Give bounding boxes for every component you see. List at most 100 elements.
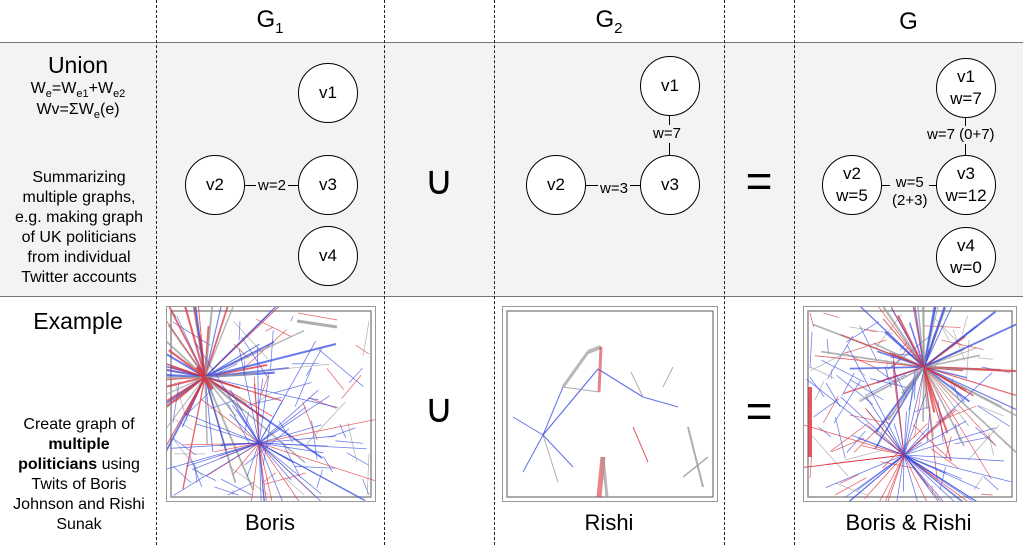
network-edge (168, 307, 206, 378)
network-edge (642, 396, 679, 408)
network-edge (903, 454, 918, 501)
g2-node-v2: v2 (526, 155, 586, 215)
network-edge (922, 307, 925, 368)
network-edge (809, 331, 813, 369)
network-edge (835, 482, 867, 496)
network-edge (892, 356, 905, 456)
equals-operator-example: = (745, 385, 773, 437)
network-edge (825, 382, 841, 407)
network-edge (281, 441, 301, 478)
network-edge (210, 399, 235, 409)
network-edge (183, 412, 260, 444)
network-edge (542, 386, 564, 436)
header-g1: G1 (256, 6, 284, 37)
network-edge (867, 424, 905, 456)
column-divider-3 (494, 0, 495, 545)
network-edge (859, 366, 925, 403)
network-edge (844, 339, 887, 354)
network-edge (923, 323, 1016, 368)
network-edge (882, 318, 925, 368)
network-edge (258, 442, 294, 464)
network-edge (251, 442, 260, 501)
network-edge (914, 366, 925, 438)
network-edge (258, 424, 322, 444)
network-edge (912, 307, 925, 368)
network-edge (196, 423, 260, 444)
network-edge (318, 349, 364, 387)
network-edge (167, 376, 206, 408)
union-formula-edge-weight: We=We1+We2 (30, 80, 126, 101)
network-edge (823, 312, 840, 318)
network-edge (238, 348, 260, 444)
network-edge (258, 442, 283, 501)
network-edge (170, 365, 206, 378)
network-edge (167, 353, 206, 378)
network-edge (238, 320, 241, 341)
network-edge (305, 348, 323, 376)
network-edge (952, 329, 966, 361)
network-edge (258, 442, 273, 501)
network-edge (864, 454, 905, 499)
network-edge (889, 352, 925, 368)
network-edge (922, 307, 946, 368)
network-edge (849, 379, 884, 401)
network-edge (903, 454, 977, 501)
network-edge (167, 375, 206, 378)
network-edge (887, 454, 905, 501)
network-edge (896, 454, 905, 501)
network-edge (814, 380, 825, 401)
network-edge (813, 398, 839, 418)
network-edge (923, 366, 971, 403)
network-edge (341, 374, 362, 399)
network-edge (258, 442, 375, 482)
network-edge (922, 366, 925, 422)
network-edge (903, 393, 927, 456)
network-edge (307, 397, 337, 409)
network-edge (335, 440, 364, 444)
network-edge (204, 341, 275, 378)
network-edge (630, 371, 644, 398)
network-edge (522, 434, 544, 473)
network-edge (167, 373, 206, 378)
network-edge (173, 442, 260, 496)
network-edge (859, 325, 878, 362)
network-edge (903, 454, 941, 501)
network-edge (204, 307, 234, 378)
network-edge (587, 345, 602, 354)
network-edge (322, 456, 333, 473)
network-edge (294, 466, 336, 469)
network-edge (846, 430, 866, 454)
network-edge (903, 408, 955, 456)
g2-node-v3: v3 (640, 155, 700, 215)
network-edge (903, 420, 967, 456)
network-edge (845, 454, 905, 498)
network-edge (804, 454, 905, 468)
rishi-graph-thumbnail (502, 306, 718, 502)
network-edge (246, 442, 260, 478)
network-edge (203, 307, 214, 378)
network-edge (194, 462, 198, 483)
g2-edge-label-v2-v3: w=3 (598, 180, 630, 198)
network-edge (859, 307, 925, 368)
network-edge (882, 307, 925, 368)
network-edge (262, 472, 276, 484)
network-edge (273, 382, 312, 394)
network-edge (258, 389, 319, 444)
network-edge (204, 343, 337, 378)
network-edge (821, 359, 865, 383)
network-edge (258, 442, 322, 495)
network-edge (923, 366, 949, 434)
network-edge (542, 368, 599, 436)
network-edge (597, 346, 603, 393)
network-edge (220, 478, 252, 496)
network-edge (348, 367, 363, 383)
network-edge (355, 344, 370, 355)
network-edge (167, 376, 206, 379)
network-edge (542, 434, 559, 483)
union-operator-example: ∪ (424, 387, 454, 431)
network-edge (258, 395, 331, 444)
